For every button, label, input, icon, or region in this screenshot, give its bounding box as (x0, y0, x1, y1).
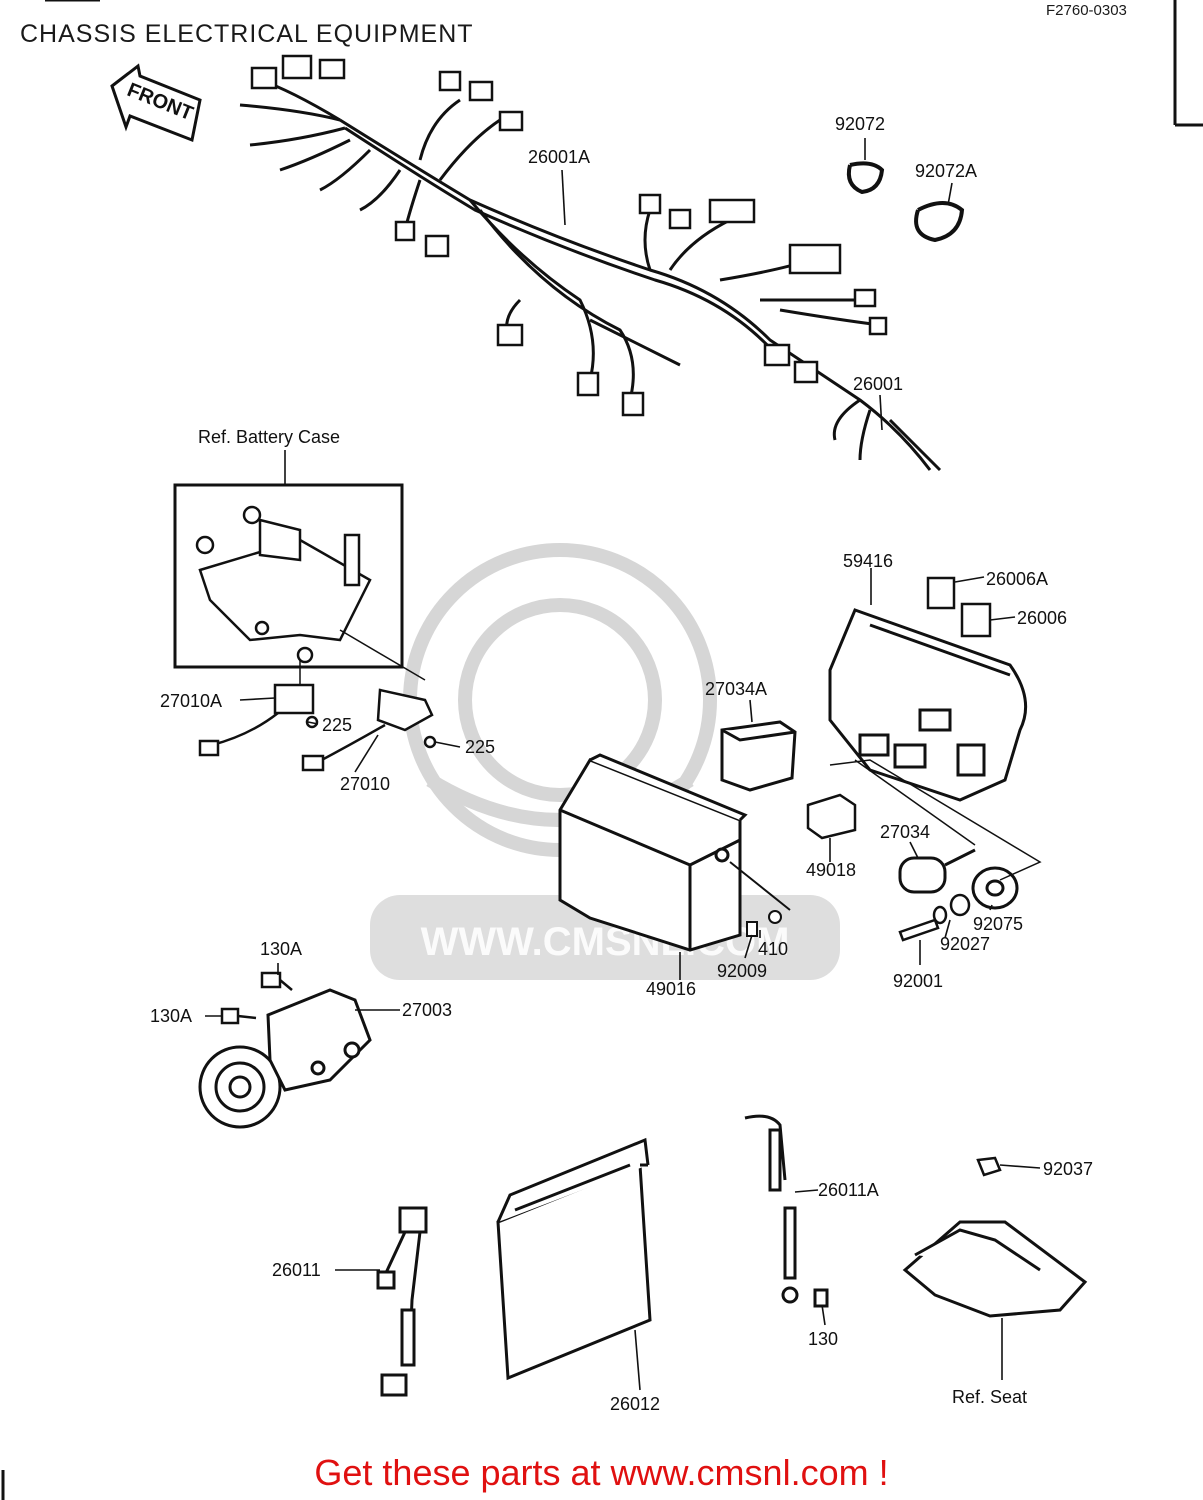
relay-box-leader-lines (829, 759, 1042, 881)
seat-ref (902, 1220, 1088, 1318)
front-arrow: FRONT (110, 63, 202, 143)
relay-box-59416 (828, 608, 1028, 802)
promo-link[interactable]: Get these parts at www.cmsnl.com ! (314, 1452, 889, 1493)
label-49016: 49016 (646, 979, 696, 999)
label-27003: 27003 (402, 1000, 452, 1020)
label-26012: 26012 (610, 1394, 660, 1414)
label-59416: 59416 (843, 551, 893, 571)
label-225-b: 225 (465, 737, 495, 757)
label-49018: 49018 (806, 860, 856, 880)
label-26001A: 26001A (528, 147, 590, 167)
label-92072A: 92072A (915, 161, 977, 181)
relay-49018 (806, 793, 857, 840)
label-27034A: 27034A (705, 679, 767, 699)
label-ref-battery-case: Ref. Battery Case (198, 427, 340, 447)
label-130A-left: 130A (150, 1006, 192, 1026)
harness-connectors (250, 54, 888, 417)
label-410: 410 (758, 939, 788, 959)
label-92009: 92009 (717, 961, 767, 981)
label-27034: 27034 (880, 822, 930, 842)
cable-26011 (376, 1206, 428, 1397)
label-92027: 92027 (940, 934, 990, 954)
grommet-92075 (971, 866, 1019, 910)
label-ref-seat: Ref. Seat (952, 1387, 1027, 1407)
connector-26006A (926, 576, 956, 610)
label-92037: 92037 (1043, 1159, 1093, 1179)
label-27010: 27010 (340, 774, 390, 794)
label-92075: 92075 (973, 914, 1023, 934)
main-harness (239, 78, 942, 472)
label-92072: 92072 (835, 114, 885, 134)
relay-27010A (198, 683, 315, 757)
label-130A-top: 130A (260, 939, 302, 959)
clip-92037 (976, 1156, 1002, 1177)
label-225-a: 225 (322, 715, 352, 735)
label-26006A: 26006A (986, 569, 1048, 589)
battery-26012 (496, 1137, 652, 1381)
leader-lines (205, 138, 1041, 1391)
figure-code: F2760-0303 (1046, 2, 1127, 19)
label-27010A: 27010A (160, 691, 222, 711)
bolt-92001 (898, 918, 940, 942)
battery-case-leader-lines (299, 629, 426, 685)
clamp-92072A (914, 201, 965, 243)
label-92001: 92001 (893, 971, 943, 991)
battery-case-frame (173, 483, 404, 669)
relay-27034A (720, 720, 797, 792)
cable-26011A (744, 1114, 829, 1308)
battery-case-bracket (195, 505, 372, 664)
label-26001: 26001 (853, 374, 903, 394)
label-26006: 26006 (1017, 608, 1067, 628)
cover-49016 (558, 753, 748, 952)
relay-27010 (301, 688, 437, 772)
clamp-92072 (846, 161, 885, 195)
promo-banner: Get these parts at www.cmsnl.com ! (0, 1452, 1203, 1494)
part-labels: 26001A 26001 92072 92072A 59416 26006A 2… (150, 114, 1093, 1414)
horn-27003 (198, 988, 372, 1129)
label-130: 130 (808, 1329, 838, 1349)
collar-92027 (932, 893, 971, 925)
label-26011A: 26011A (818, 1180, 879, 1200)
connector-26006 (960, 602, 992, 638)
page-title: CHASSIS ELECTRICAL EQUIPMENT (20, 20, 474, 48)
flasher-27034 (898, 848, 976, 894)
label-26011: 26011 (272, 1260, 321, 1280)
